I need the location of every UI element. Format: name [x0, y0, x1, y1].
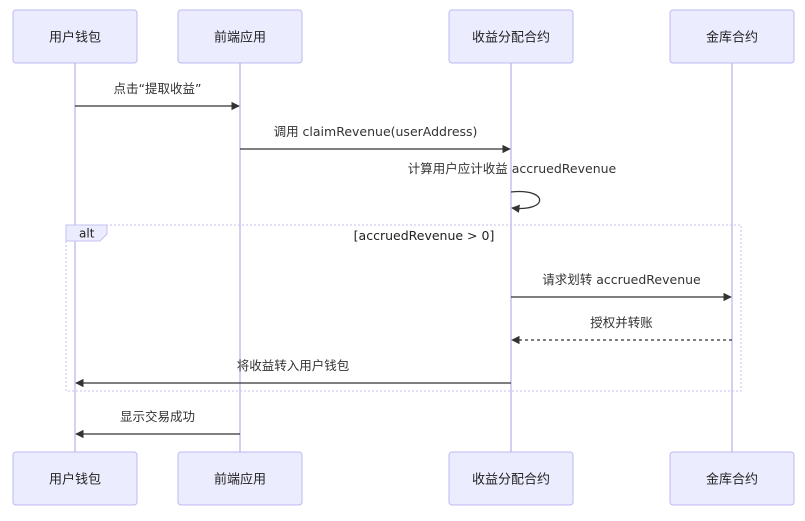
actor-box — [448, 451, 574, 506]
self-loop-arrow — [510, 190, 541, 213]
actor-label: 金库合约 — [706, 30, 758, 46]
message-2: 调用 claimRevenue(userAddress) — [240, 124, 511, 154]
actor-label: 收益分配合约 — [472, 473, 550, 488]
message-label: 调用 claimRevenue(userAddress) — [274, 124, 478, 139]
actor-label: 金库合约 — [706, 472, 758, 488]
actor-box — [669, 451, 795, 506]
message-label: 显示交易成功 — [120, 409, 195, 424]
alt-tab — [65, 224, 108, 242]
message-5: 授权并转账 — [511, 315, 732, 345]
actor-box — [177, 451, 303, 506]
actor-contract-top: 收益分配合约 — [448, 9, 574, 64]
actor-label: 用户钱包 — [49, 30, 101, 46]
actor-wallet-top: 用户钱包 — [12, 9, 138, 64]
alt-frame-border — [65, 224, 742, 392]
actor-label: 前端应用 — [214, 472, 266, 488]
actor-frontend-top: 前端应用 — [177, 9, 303, 64]
actor-wallet-bottom: 用户钱包 — [12, 451, 138, 506]
alt-condition: [accruedRevenue > 0] — [354, 228, 495, 243]
actor-label: 收益分配合约 — [472, 31, 550, 46]
message-6: 将收益转入用户钱包 — [75, 358, 511, 388]
actor-treasury-top: 金库合约 — [669, 9, 795, 64]
actor-box — [12, 9, 138, 64]
actor-box — [669, 9, 795, 64]
message-3: 计算用户应计收益 accruedRevenue — [408, 161, 617, 213]
actor-box — [448, 9, 574, 64]
message-label: 将收益转入用户钱包 — [237, 358, 350, 373]
message-label: 授权并转账 — [590, 315, 653, 330]
message-label: 点击“提取收益” — [114, 81, 202, 96]
message-7: 显示交易成功 — [75, 409, 240, 439]
message-label: 计算用户应计收益 accruedRevenue — [408, 161, 617, 176]
message-label: 请求划转 accruedRevenue — [542, 272, 701, 287]
message-4: 请求划转 accruedRevenue — [511, 272, 732, 302]
actor-box — [177, 9, 303, 64]
alt-label: alt — [79, 227, 95, 241]
actor-box — [12, 451, 138, 506]
message-1: 点击“提取收益” — [75, 81, 240, 111]
actor-label: 用户钱包 — [49, 472, 101, 488]
actor-treasury-bottom: 金库合约 — [669, 451, 795, 506]
actor-frontend-bottom: 前端应用 — [177, 451, 303, 506]
alt-fragment: alt [accruedRevenue > 0] — [65, 224, 742, 392]
actor-contract-bottom: 收益分配合约 — [448, 451, 574, 506]
actor-label: 前端应用 — [214, 30, 266, 46]
